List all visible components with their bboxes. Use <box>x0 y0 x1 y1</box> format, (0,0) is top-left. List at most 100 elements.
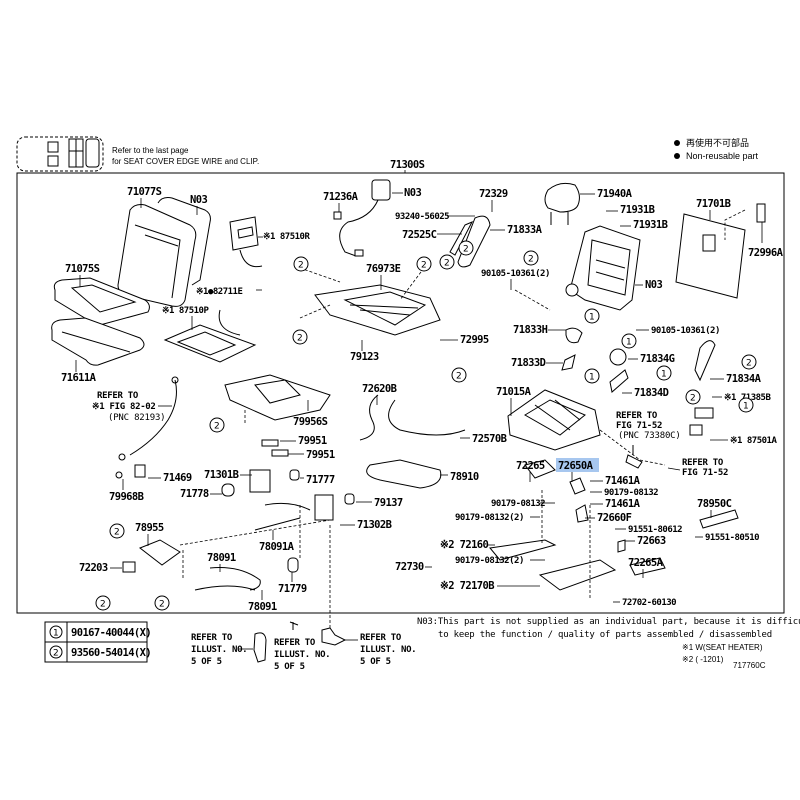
part-number[interactable]: ※2 72160 <box>440 539 489 551</box>
part-label-71301B[interactable]: 71301B <box>204 469 252 481</box>
part-number[interactable]: 71077S <box>127 186 162 198</box>
part-number[interactable]: 71075S <box>65 263 100 275</box>
part-number[interactable]: ※1●82711E <box>196 287 243 297</box>
part-label-71931B-a[interactable]: 71931B <box>606 204 655 216</box>
part-label-71834G[interactable]: 71834G <box>628 353 675 365</box>
part-number[interactable]: 72203 <box>79 562 108 574</box>
part-label-72660F[interactable]: 72660F <box>585 512 632 524</box>
part-label-72265A[interactable]: 72265A <box>628 557 664 578</box>
part-label-82711E[interactable]: ※1●82711E <box>196 287 262 297</box>
part-number[interactable]: 71940A <box>597 188 633 200</box>
part-label-71833A[interactable]: 71833A <box>490 224 543 236</box>
part-label-78091-b[interactable]: 78091 <box>248 590 277 613</box>
part-number[interactable]: 71611A <box>61 372 97 384</box>
part-number[interactable]: 93240-56025 <box>395 212 450 222</box>
part-label-N03-b[interactable]: N03 <box>392 187 422 199</box>
part-label-71834A[interactable]: 71834A <box>710 373 762 385</box>
part-label-91551-80510[interactable]: 91551-80510 <box>695 533 760 543</box>
part-number[interactable]: 71469 <box>163 472 192 484</box>
part-number[interactable]: 79968B <box>109 491 144 503</box>
part-label-71469[interactable]: 71469 <box>148 472 192 484</box>
part-number[interactable]: 71834A <box>726 373 762 385</box>
part-number[interactable]: 78950C <box>697 498 732 510</box>
part-number[interactable]: 72525C <box>402 229 437 241</box>
part-number[interactable]: 79951 <box>306 449 335 461</box>
part-label-72663[interactable]: 72663 <box>625 535 666 547</box>
part-label-79137[interactable]: 79137 <box>356 497 403 509</box>
part-label-87510P[interactable]: ※1 87510P <box>162 306 210 330</box>
part-number[interactable]: 79123 <box>350 351 379 363</box>
part-label-71302B[interactable]: 71302B <box>340 519 392 531</box>
part-number[interactable]: 71833A <box>507 224 543 236</box>
part-label-71701B[interactable]: 71701B <box>696 198 731 220</box>
part-number[interactable]: 72702-60130 <box>622 598 677 608</box>
part-label-71778[interactable]: 71778 <box>180 488 222 500</box>
part-number[interactable]: 71701B <box>696 198 731 210</box>
part-number[interactable]: 71931B <box>633 219 668 231</box>
part-label-71077S[interactable]: 71077S <box>127 186 162 208</box>
part-label-72170B[interactable]: ※2 72170B <box>440 580 540 592</box>
part-number[interactable]: 79137 <box>374 497 403 509</box>
part-label-79968B[interactable]: 79968B <box>109 479 144 503</box>
part-label-72996A[interactable]: 72996A <box>748 222 784 259</box>
part-label-71461A-b[interactable]: 71461A <box>590 498 641 510</box>
part-number[interactable]: N03 <box>645 279 663 291</box>
part-number[interactable]: 78910 <box>450 471 479 483</box>
part-number[interactable]: N03 <box>190 194 208 206</box>
part-number[interactable]: 72265 <box>516 460 545 472</box>
part-label-79956S[interactable]: 79956S <box>293 400 328 428</box>
part-number[interactable]: 79956S <box>293 416 328 428</box>
part-label-78091-a[interactable]: 78091 <box>207 552 236 572</box>
part-label-71075S[interactable]: 71075S <box>65 263 100 287</box>
part-label-87501A[interactable]: ※1 87501A <box>710 436 778 446</box>
part-label-78955[interactable]: 78955 <box>135 522 164 546</box>
part-label-91551-80612[interactable]: 91551-80612 <box>615 525 683 535</box>
part-label-72570B[interactable]: 72570B <box>460 433 507 445</box>
part-number[interactable]: 90179-08132(2) <box>455 556 524 566</box>
part-label-71015A[interactable]: 71015A <box>496 386 532 416</box>
part-number[interactable]: 90105-10361(2) <box>651 326 720 336</box>
part-label-71940A[interactable]: 71940A <box>580 188 633 200</box>
part-label-90179-08132-d[interactable]: 90179-08132(2) <box>455 556 545 566</box>
part-number[interactable]: 76973E <box>366 263 401 275</box>
part-label-90179-08132-a[interactable]: 90179-08132 <box>590 488 659 498</box>
part-label-90105-10361-a[interactable]: 90105-10361(2) <box>481 269 550 290</box>
part-label-71833H[interactable]: 71833H <box>513 324 566 336</box>
part-number[interactable]: N03 <box>404 187 422 199</box>
part-number[interactable]: 90105-10361(2) <box>481 269 550 279</box>
part-number[interactable]: 79951 <box>298 435 327 447</box>
part-label-78910[interactable]: 78910 <box>440 471 479 483</box>
part-number[interactable]: 72650A <box>558 460 594 472</box>
part-number[interactable]: ※2 72170B <box>440 580 495 592</box>
part-number[interactable]: ※1 87510P <box>162 306 210 316</box>
part-label-71931B-b[interactable]: 71931B <box>620 219 668 231</box>
part-label-71833D[interactable]: 71833D <box>511 357 563 369</box>
part-number[interactable]: 71461A <box>605 475 641 487</box>
part-number[interactable]: 71301B <box>204 469 239 481</box>
part-number[interactable]: 71833D <box>511 357 546 369</box>
part-number[interactable]: 71834D <box>634 387 669 399</box>
part-label-71779[interactable]: 71779 <box>278 572 307 595</box>
part-number[interactable]: ※1 87510R <box>263 232 311 242</box>
part-label-72525C[interactable]: 72525C <box>402 229 462 241</box>
part-label-90179-08132-c[interactable]: 90179-08132(2) <box>455 513 540 523</box>
part-label-79123[interactable]: 79123 <box>350 340 379 363</box>
part-number[interactable]: 71779 <box>278 583 307 595</box>
part-number[interactable]: 71015A <box>496 386 532 398</box>
part-number[interactable]: 72995 <box>460 334 489 346</box>
part-label-79951-a[interactable]: 79951 <box>280 435 327 447</box>
part-label-79951-b[interactable]: 79951 <box>288 449 335 461</box>
part-number[interactable]: 90179-08132 <box>604 488 659 498</box>
part-label-72160[interactable]: ※2 72160 <box>440 539 495 551</box>
part-number[interactable]: 71834G <box>640 353 675 365</box>
part-label-N03-a[interactable]: N03 <box>190 194 208 215</box>
part-label-72702-60130[interactable]: 72702-60130 <box>613 598 677 608</box>
part-number[interactable]: 72663 <box>637 535 666 547</box>
part-label-71611A[interactable]: 71611A <box>61 360 97 384</box>
part-label-71777[interactable]: 71777 <box>300 474 335 486</box>
part-number[interactable]: 71236A <box>323 191 359 203</box>
part-label-72203[interactable]: 72203 <box>79 562 122 574</box>
part-number[interactable]: 72265A <box>628 557 664 569</box>
part-label-71236A[interactable]: 71236A <box>323 191 359 212</box>
part-label-72730[interactable]: 72730 <box>395 561 432 573</box>
